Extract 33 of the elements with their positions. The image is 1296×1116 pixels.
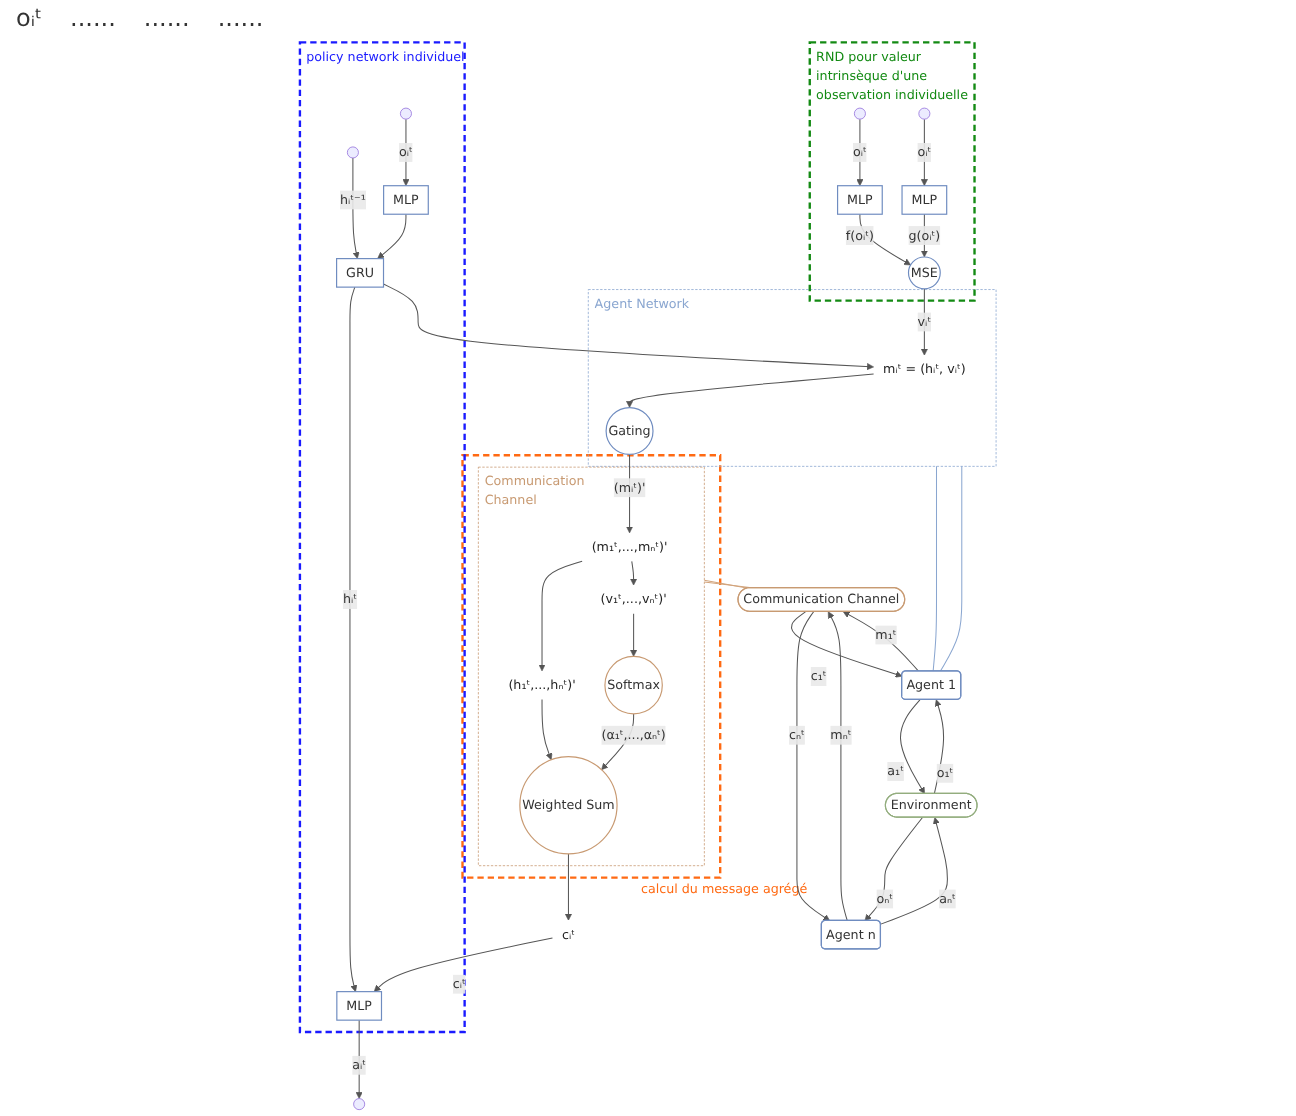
- arrow: [352, 157, 360, 259]
- arrow: [630, 613, 638, 657]
- note-text: ......: [70, 4, 116, 32]
- arrow: [541, 698, 553, 761]
- arrow: [920, 288, 928, 356]
- arrow: [626, 453, 634, 534]
- arrow: [864, 816, 923, 922]
- note-text: ......: [143, 4, 190, 32]
- arrow: [856, 118, 864, 186]
- arrow: [900, 699, 925, 795]
- arrow: [791, 611, 903, 678]
- arrow: [626, 373, 875, 408]
- arrow: [355, 1019, 363, 1099]
- arrow: [842, 611, 920, 672]
- arrow: [564, 853, 572, 921]
- arrow: [920, 118, 928, 186]
- arrow: [827, 611, 848, 922]
- arrow: [349, 286, 358, 992]
- arrow: [630, 560, 638, 586]
- arrow: [796, 611, 830, 922]
- connector: [932, 465, 937, 672]
- note-text: oᵢᵗ: [16, 4, 43, 32]
- arrow: [538, 560, 583, 672]
- connector: [703, 579, 749, 589]
- arrow: [373, 937, 553, 992]
- arrow: [383, 283, 874, 371]
- arrow: [880, 817, 948, 925]
- arrow: [377, 213, 407, 259]
- note-text: ......: [217, 4, 264, 32]
- arrow: [402, 118, 410, 186]
- arrow: [859, 213, 911, 266]
- connector: [939, 465, 963, 672]
- arrow: [933, 699, 945, 795]
